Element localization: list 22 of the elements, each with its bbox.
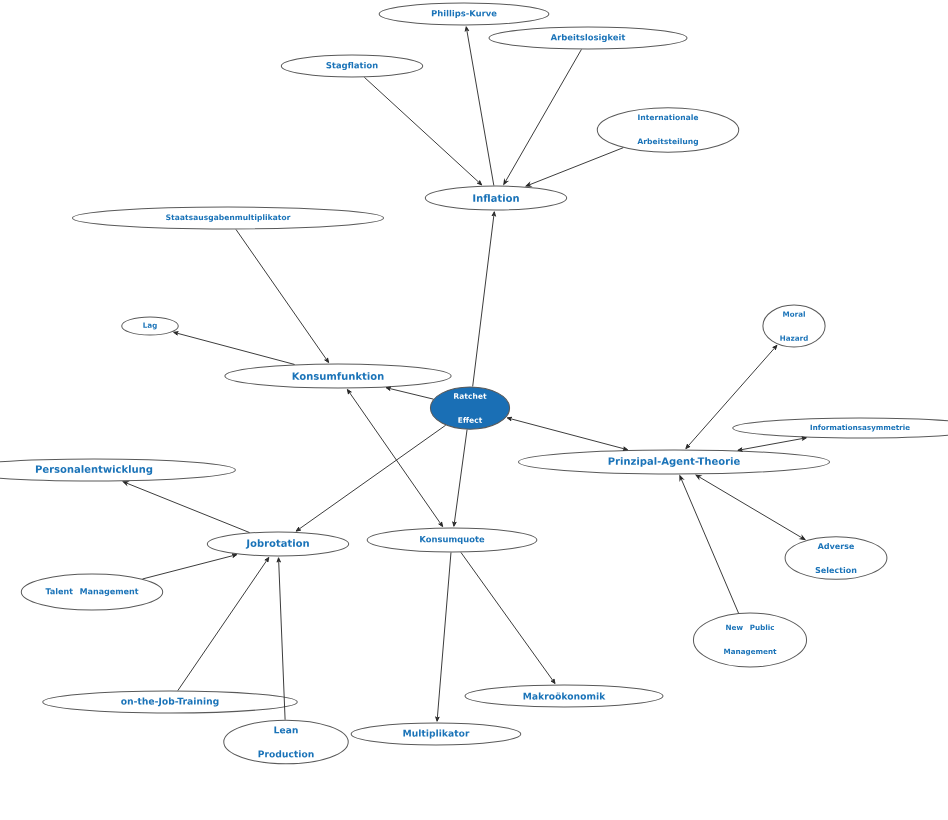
arrow (177, 556, 270, 691)
arrow (363, 76, 483, 186)
arrow (435, 552, 452, 722)
arrow (276, 557, 286, 721)
arrow (122, 481, 250, 533)
arrow (460, 552, 556, 685)
arrow (679, 475, 739, 614)
arrow (503, 49, 582, 185)
arrow (452, 429, 468, 527)
arrow (685, 344, 778, 450)
arrow (525, 147, 624, 187)
arrow (464, 26, 495, 186)
arrow (235, 229, 330, 363)
arrow (737, 436, 807, 452)
arrow (142, 553, 238, 580)
arrow (173, 331, 296, 365)
arrow (385, 386, 434, 400)
arrow (295, 424, 447, 532)
arrow (472, 211, 496, 387)
arrow (695, 474, 806, 541)
arrow (346, 389, 444, 528)
arrow (506, 416, 629, 451)
